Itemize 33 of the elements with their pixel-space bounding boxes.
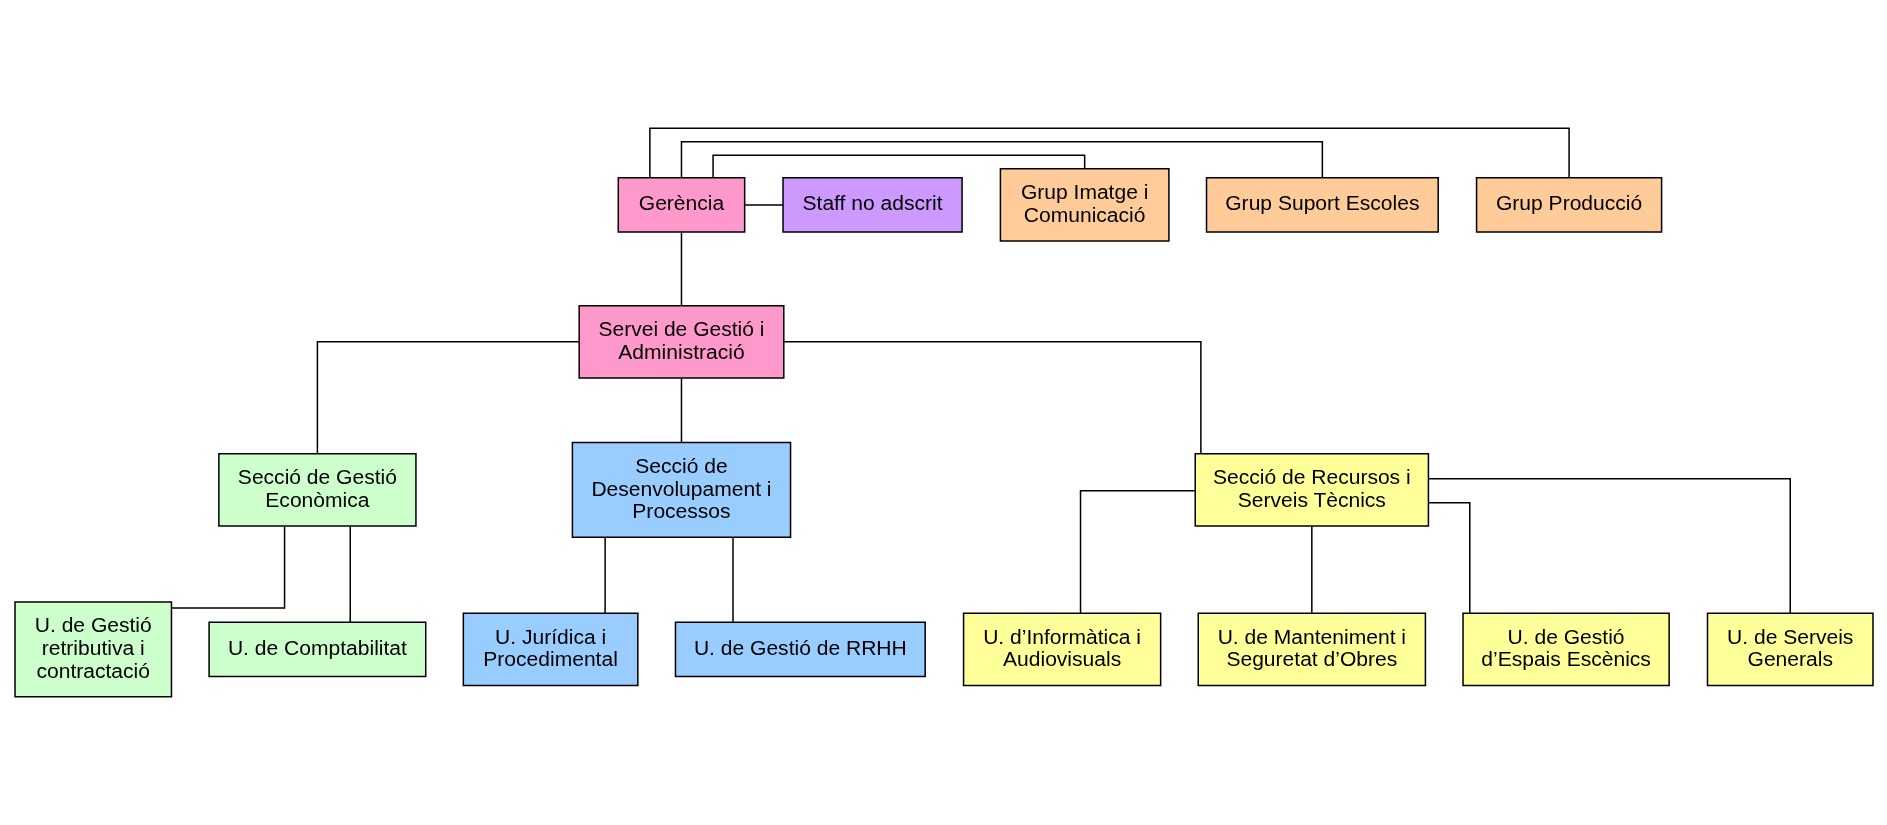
connector xyxy=(648,127,1570,179)
connector xyxy=(1427,477,1791,614)
node-box: U. de Manteniment i Seguretat d’Obres xyxy=(1197,612,1426,687)
node-box: Servei de Gestió i Administració xyxy=(577,304,785,379)
node-box: U. Jurídica i Procedimental xyxy=(462,612,639,687)
connector xyxy=(170,525,285,609)
node-box: U. de Comptabilitat xyxy=(207,621,426,678)
node-box: Secció de Desenvolupament i Processos xyxy=(571,441,791,539)
node-box: U. de Serveis Generals xyxy=(1706,612,1874,687)
connector xyxy=(1427,502,1471,614)
node-box: Secció de Recursos i Serveis Tècnics xyxy=(1194,453,1429,527)
connector xyxy=(603,536,606,614)
connector xyxy=(711,154,1085,179)
node-box: Grup Suport Escoles xyxy=(1205,177,1439,233)
connector xyxy=(782,341,1202,455)
node-box: U. d’Informàtica i Audiovisuals xyxy=(962,612,1161,687)
node-box: U. de Gestió retributiva i contractació xyxy=(13,601,172,698)
connector xyxy=(1310,525,1313,614)
node-box: Secció de Gestió Econòmica xyxy=(217,453,417,527)
node-box: Gerència xyxy=(617,177,745,233)
connector xyxy=(316,341,580,455)
node-box: Staff no adscrit xyxy=(781,177,963,233)
connector xyxy=(1079,490,1196,614)
connector xyxy=(680,140,1323,179)
connector xyxy=(680,231,682,307)
node-box: Grup Imatge i Comunicació xyxy=(999,168,1170,242)
node-box: U. de Gestió de RRHH xyxy=(674,621,926,678)
node-box: Grup Producció xyxy=(1475,177,1662,233)
connector xyxy=(680,377,682,444)
node-box: U. de Gestió d’Espais Escènics xyxy=(1461,612,1670,687)
connector xyxy=(349,525,351,624)
connector xyxy=(743,204,784,206)
connector xyxy=(731,536,734,624)
